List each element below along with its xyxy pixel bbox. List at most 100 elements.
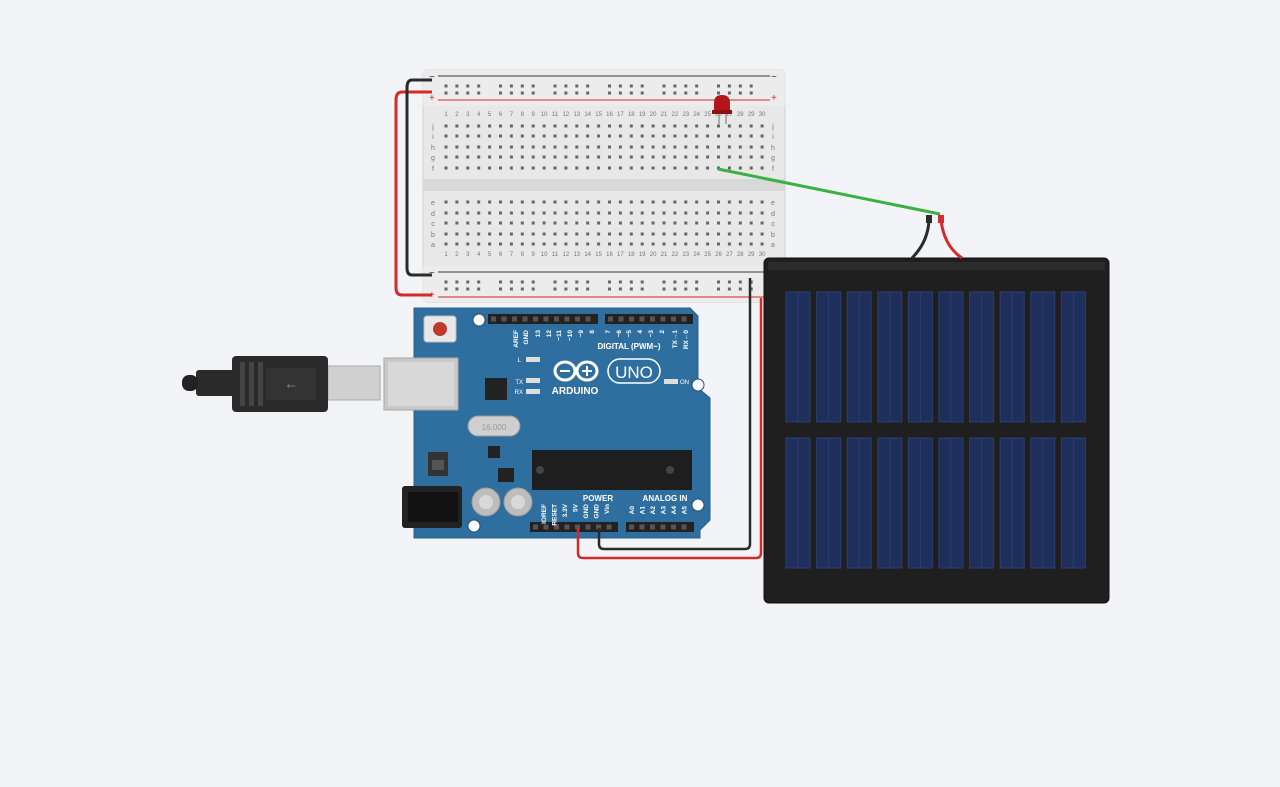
header-pin[interactable] <box>650 316 655 322</box>
breadboard-hole[interactable] <box>738 200 742 204</box>
breadboard-hole[interactable] <box>520 242 524 246</box>
rail-hole[interactable] <box>629 84 633 88</box>
header-pin[interactable] <box>671 524 676 530</box>
breadboard-hole[interactable] <box>444 124 448 128</box>
breadboard-hole[interactable] <box>608 145 611 149</box>
breadboard-hole[interactable] <box>553 134 557 138</box>
breadboard-hole[interactable] <box>695 134 699 138</box>
breadboard-hole[interactable] <box>488 242 492 246</box>
breadboard-hole[interactable] <box>618 166 622 170</box>
breadboard-hole[interactable] <box>618 155 622 159</box>
rail-hole[interactable] <box>509 287 513 291</box>
rail-hole[interactable] <box>640 84 644 88</box>
breadboard-hole[interactable] <box>673 155 677 159</box>
rail-hole[interactable] <box>629 280 633 284</box>
header-pin[interactable] <box>554 524 559 530</box>
breadboard-hole[interactable] <box>727 124 731 128</box>
breadboard-hole[interactable] <box>608 211 611 215</box>
breadboard-hole[interactable] <box>520 211 524 215</box>
breadboard-hole[interactable] <box>662 166 666 170</box>
breadboard-hole[interactable] <box>727 221 731 225</box>
breadboard-hole[interactable] <box>509 124 513 128</box>
breadboard-hole[interactable] <box>444 134 448 138</box>
breadboard-hole[interactable] <box>608 221 611 225</box>
breadboard-hole[interactable] <box>684 155 688 159</box>
breadboard[interactable]: − + − + − + 1122334455667788991010111112… <box>422 69 786 303</box>
header-pin[interactable] <box>533 524 538 530</box>
breadboard-hole[interactable] <box>760 232 764 236</box>
breadboard-hole[interactable] <box>640 124 644 128</box>
breadboard-hole[interactable] <box>444 145 448 149</box>
breadboard-hole[interactable] <box>684 200 688 204</box>
breadboard-hole[interactable] <box>608 232 611 236</box>
breadboard-hole[interactable] <box>520 124 524 128</box>
breadboard-hole[interactable] <box>531 232 535 236</box>
breadboard-hole[interactable] <box>629 232 633 236</box>
breadboard-hole[interactable] <box>542 134 546 138</box>
breadboard-hole[interactable] <box>499 221 502 225</box>
breadboard-hole[interactable] <box>444 166 448 170</box>
breadboard-hole[interactable] <box>531 155 535 159</box>
usb-b-cable-icon[interactable]: ⭠ <box>182 356 381 412</box>
wire-red-rails[interactable] <box>394 90 432 297</box>
breadboard-hole[interactable] <box>531 242 535 246</box>
header-pin[interactable] <box>629 524 634 530</box>
rail-hole[interactable] <box>673 280 677 284</box>
header-pin[interactable] <box>533 316 538 322</box>
breadboard-hole[interactable] <box>477 124 481 128</box>
header-pin[interactable] <box>681 316 687 322</box>
breadboard-hole[interactable] <box>509 221 513 225</box>
header-pin[interactable] <box>639 316 645 322</box>
rail-hole[interactable] <box>499 287 502 291</box>
breadboard-hole[interactable] <box>466 211 470 215</box>
rail-hole[interactable] <box>684 287 688 291</box>
breadboard-hole[interactable] <box>706 166 710 170</box>
breadboard-hole[interactable] <box>477 200 481 204</box>
breadboard-hole[interactable] <box>706 242 710 246</box>
rail-hole[interactable] <box>455 287 459 291</box>
breadboard-hole[interactable] <box>586 124 590 128</box>
breadboard-hole[interactable] <box>640 166 644 170</box>
breadboard-hole[interactable] <box>618 221 622 225</box>
breadboard-hole[interactable] <box>749 166 753 170</box>
breadboard-hole[interactable] <box>673 200 677 204</box>
breadboard-hole[interactable] <box>618 242 622 246</box>
breadboard-hole[interactable] <box>564 134 568 138</box>
wire-red-5v[interactable] <box>576 298 763 560</box>
rail-hole[interactable] <box>575 91 579 95</box>
breadboard-hole[interactable] <box>738 155 742 159</box>
breadboard-hole[interactable] <box>717 200 720 204</box>
breadboard-hole[interactable] <box>727 145 731 149</box>
rail-hole[interactable] <box>499 91 502 95</box>
breadboard-hole[interactable] <box>575 155 579 159</box>
breadboard-hole[interactable] <box>455 145 459 149</box>
rail-hole[interactable] <box>586 91 590 95</box>
rail-hole[interactable] <box>477 280 481 284</box>
breadboard-hole[interactable] <box>444 232 448 236</box>
breadboard-hole[interactable] <box>564 155 568 159</box>
wire-black-gnd[interactable] <box>597 278 752 551</box>
header-pin[interactable] <box>585 316 591 322</box>
breadboard-hole[interactable] <box>727 200 731 204</box>
breadboard-hole[interactable] <box>564 232 568 236</box>
breadboard-hole[interactable] <box>499 145 502 149</box>
breadboard-hole[interactable] <box>738 124 742 128</box>
rail-hole[interactable] <box>509 91 513 95</box>
reset-button-icon[interactable] <box>423 315 457 343</box>
breadboard-hole[interactable] <box>531 211 535 215</box>
breadboard-hole[interactable] <box>684 221 688 225</box>
rail-hole[interactable] <box>509 280 513 284</box>
breadboard-hole[interactable] <box>706 134 710 138</box>
breadboard-hole[interactable] <box>608 155 611 159</box>
breadboard-hole[interactable] <box>749 145 753 149</box>
breadboard-hole[interactable] <box>738 232 742 236</box>
rail-hole[interactable] <box>640 91 644 95</box>
breadboard-hole[interactable] <box>564 221 568 225</box>
rail-hole[interactable] <box>673 287 677 291</box>
rail-hole[interactable] <box>444 287 448 291</box>
header-pin[interactable] <box>629 316 634 322</box>
breadboard-hole[interactable] <box>662 221 666 225</box>
breadboard-hole[interactable] <box>597 242 601 246</box>
breadboard-hole[interactable] <box>499 211 502 215</box>
breadboard-hole[interactable] <box>553 166 557 170</box>
